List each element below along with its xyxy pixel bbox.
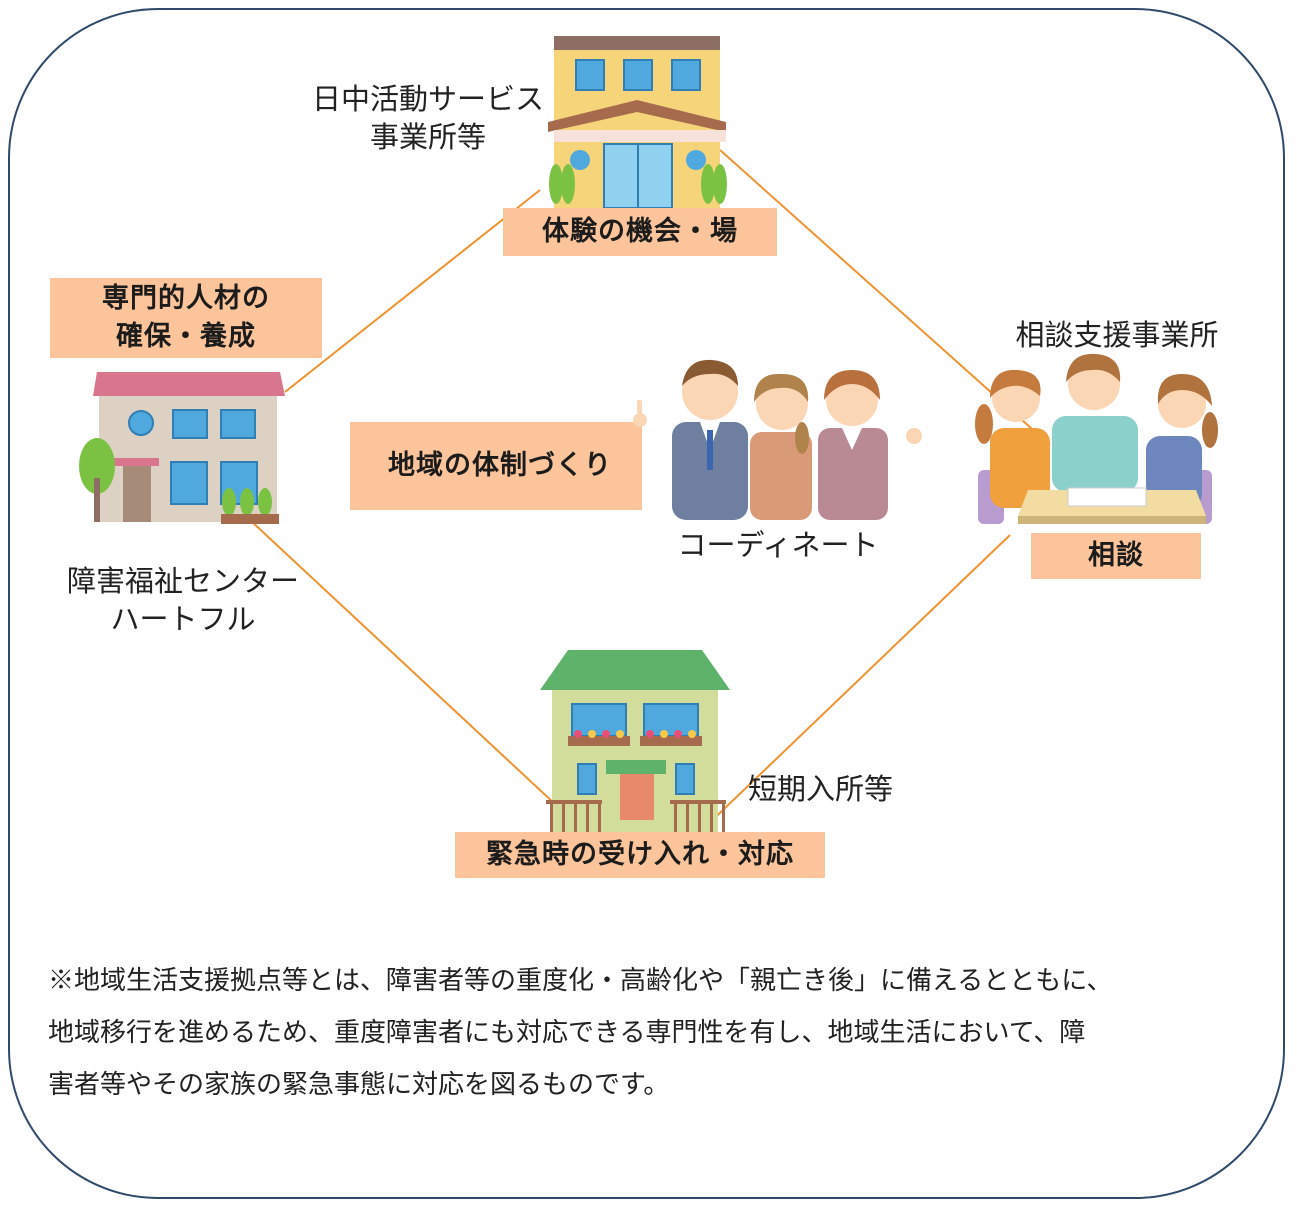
- consultation-people-icon: [975, 353, 1218, 524]
- day-activity-name-line1: 日中活動サービス: [311, 82, 544, 116]
- consultation-tag: 相談: [1031, 533, 1201, 579]
- connector-bottom-left: [249, 519, 586, 833]
- rounded-frame: [8, 8, 1285, 1199]
- welfare-center-tag-line2: 確保・養成: [116, 321, 256, 352]
- day-activity-name: 日中活動サービス 事業所等: [298, 80, 558, 156]
- day-activity-name-line2: 事業所等: [369, 120, 486, 154]
- short-stay-tag: 緊急時の受け入れ・対応: [455, 832, 825, 878]
- coordination-tag: 地域の体制づくり: [350, 422, 642, 510]
- welfare-center-name: 障害福祉センター ハートフル: [48, 562, 318, 638]
- footnote-line-1: ※地域生活支援拠点等とは、障害者等の重度化・高齢化や「親亡き後」に備えるとともに…: [48, 966, 1113, 996]
- welfare-center-name-line1: 障害福祉センター: [66, 564, 299, 598]
- coordination-caption: コーディネート: [677, 528, 879, 562]
- short-stay-name: 短期入所等: [748, 772, 894, 806]
- day-activity-tag: 体験の機会・場: [503, 208, 777, 256]
- footnote: ※地域生活支援拠点等とは、障害者等の重度化・高齢化や「親亡き後」に備えるとともに…: [48, 955, 1258, 1111]
- welfare-center-name-line2: ハートフル: [110, 602, 256, 636]
- short-stay-house-icon: [540, 650, 730, 834]
- welfare-center-tag: 専門的人材の 確保・養成: [50, 278, 322, 358]
- connector-bottom-right: [699, 534, 1011, 833]
- connector-top-left: [284, 189, 541, 393]
- welfare-center-tag-line1: 専門的人材の: [102, 283, 270, 314]
- footnote-line-2: 地域移行を進めるため、重度障害者にも対応できる専門性を有し、地域生活において、障: [48, 1018, 1086, 1048]
- day-activity-building-icon: [548, 36, 727, 212]
- welfare-center-building-icon: [79, 372, 285, 524]
- coordinators-people-icon: [633, 359, 922, 520]
- footnote-line-3: 害者等やその家族の緊急事態に対応を図るものです。: [48, 1070, 670, 1100]
- consultation-name: 相談支援事業所: [1015, 318, 1219, 352]
